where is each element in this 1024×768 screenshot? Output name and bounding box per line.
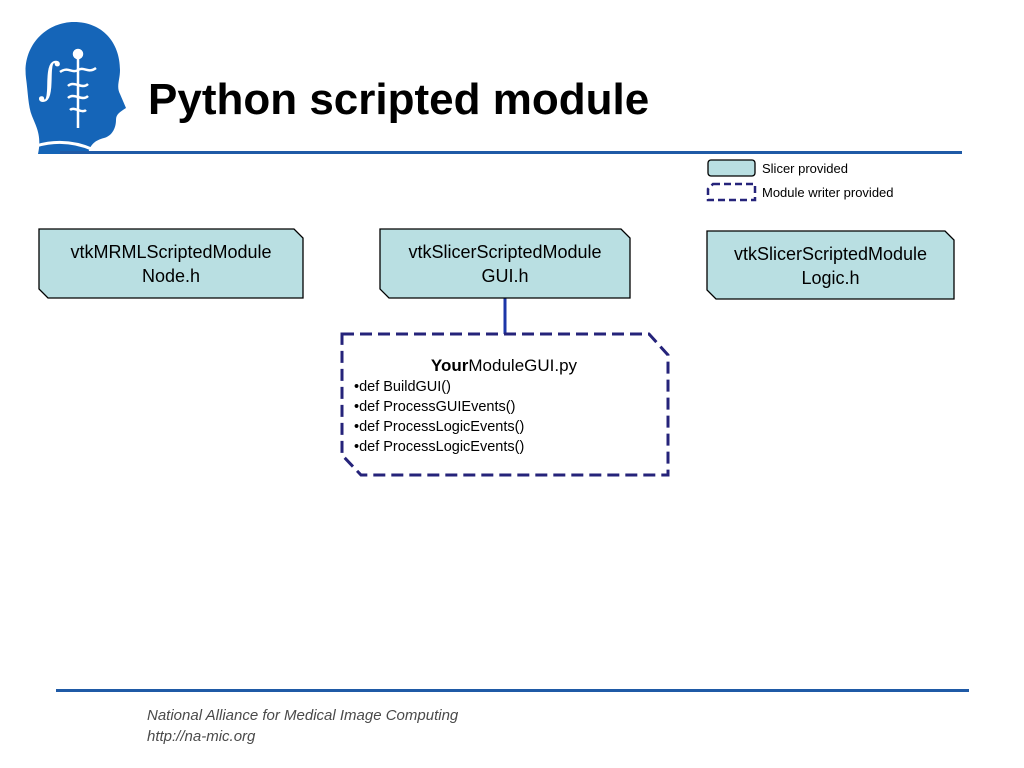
- footer-url: http://na-mic.org: [147, 728, 256, 745]
- module-gui-py-title-rest: ModuleGUI.py: [468, 356, 578, 375]
- module-gui-py-box: [340, 332, 670, 477]
- method-item: •def ProcessLogicEvents(): [354, 419, 525, 435]
- footer-divider: [56, 689, 969, 692]
- legend-slicer-swatch: [707, 159, 756, 177]
- method-item: •def BuildGUI(): [354, 379, 451, 395]
- mrml-node-line2: Node.h: [141, 266, 201, 286]
- slicer-gui-box: [379, 228, 631, 299]
- module-gui-py-content: YourModuleGUI.py •def BuildGUI() •def Pr…: [354, 355, 654, 457]
- footer-org: National Alliance for Medical Image Comp…: [147, 707, 459, 724]
- slicer-logic-box: [706, 230, 955, 300]
- legend-writer-label: Module writer provided: [762, 185, 894, 200]
- caduceus-icon: [59, 48, 97, 128]
- mrml-node-line1: vtkMRMLScriptedModule: [70, 242, 272, 262]
- module-gui-py-title: YourModuleGUI.py: [354, 355, 654, 377]
- legend-writer-swatch: [706, 182, 757, 202]
- slicer-logic-line2: Logic.h: [801, 268, 860, 288]
- head-silhouette: [25, 22, 126, 154]
- slicer-gui-line2: GUI.h: [481, 266, 529, 286]
- slicer-gui-box-label: vtkSlicerScriptedModule GUI.h: [380, 240, 630, 288]
- namic-logo: ∫: [25, 22, 126, 154]
- slide-title: Python scripted module: [148, 75, 650, 124]
- slicer-gui-line1: vtkSlicerScriptedModule: [408, 242, 602, 262]
- slicer-logic-box-label: vtkSlicerScriptedModule Logic.h: [707, 242, 954, 290]
- mrml-node-box-label: vtkMRMLScriptedModule Node.h: [39, 240, 303, 288]
- integral-icon: ∫: [38, 54, 61, 105]
- legend-slicer-label: Slicer provided: [762, 161, 848, 176]
- method-item: •def ProcessGUIEvents(): [354, 399, 516, 415]
- method-item: •def ProcessLogicEvents(): [354, 439, 525, 455]
- title-divider: [60, 151, 962, 154]
- module-gui-py-title-bold: Your: [430, 356, 469, 375]
- mrml-node-box: [38, 228, 304, 299]
- slicer-logic-line1: vtkSlicerScriptedModule: [733, 244, 928, 264]
